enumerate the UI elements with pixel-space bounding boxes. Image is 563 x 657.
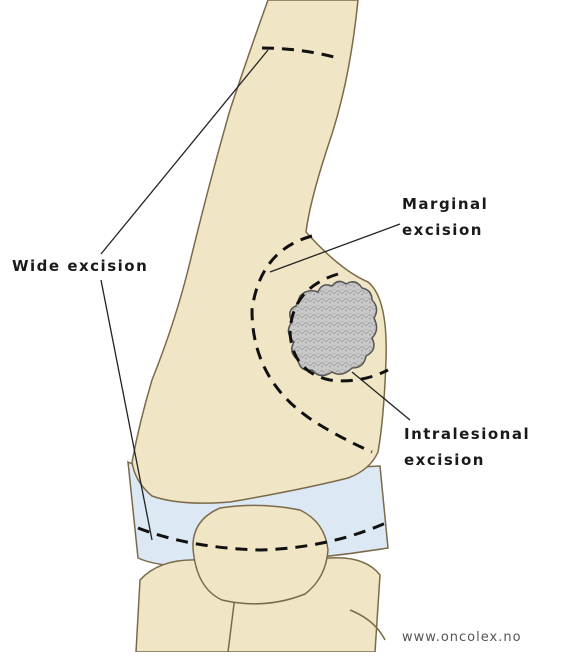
watermark: www.oncolex.no	[402, 630, 522, 645]
femur	[132, 0, 386, 503]
label-intralesional-excision-line2: excision	[404, 450, 485, 471]
label-marginal-excision-line1: Marginal	[402, 194, 488, 215]
label-wide-excision: Wide excision	[12, 256, 148, 277]
label-marginal-excision-line2: excision	[402, 220, 483, 241]
label-intralesional-excision-line1: Intralesional	[404, 424, 530, 445]
patella	[193, 505, 328, 603]
